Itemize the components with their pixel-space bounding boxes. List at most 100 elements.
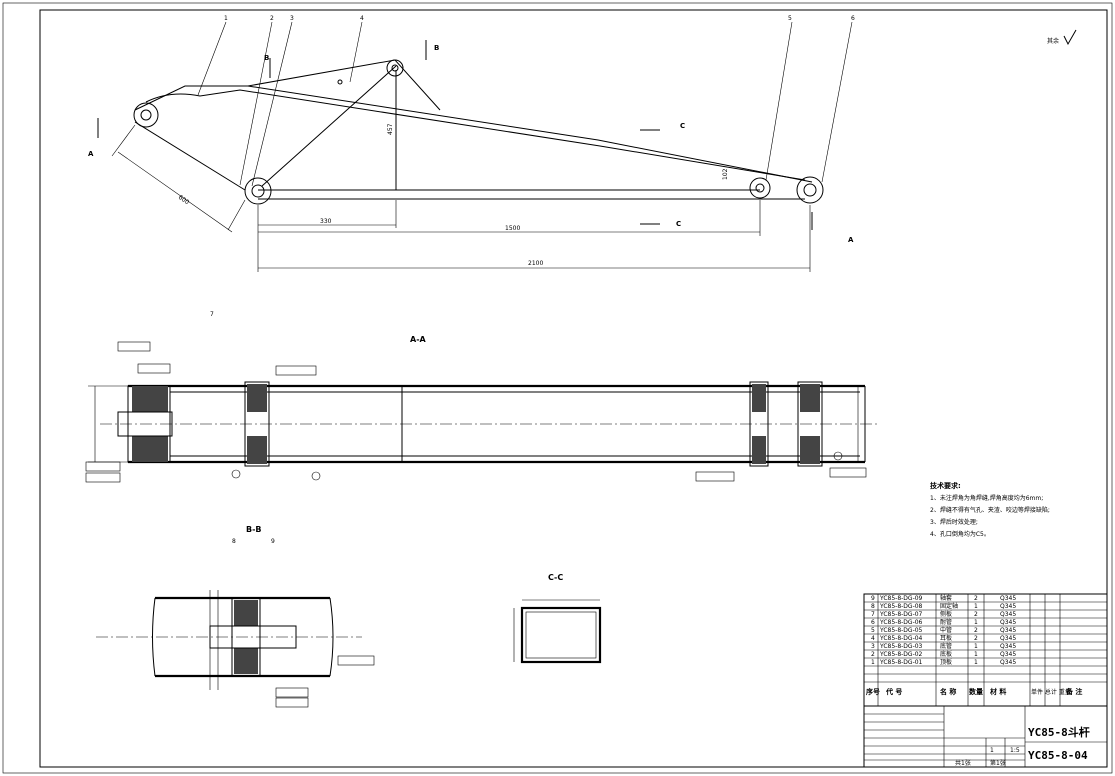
section-cc: C-C bbox=[513, 573, 602, 664]
aa-hub-2-hatch-top bbox=[752, 384, 766, 412]
bom-row-qty: 2 bbox=[974, 635, 978, 642]
cc-box-inner bbox=[525, 611, 597, 659]
bom-row-qty: 1 bbox=[974, 603, 978, 610]
bom-header-name: 名 称 bbox=[940, 687, 956, 696]
cc-dims bbox=[513, 599, 600, 662]
bb-hatch-top bbox=[234, 600, 258, 626]
bom-row-code: YC85-8-DG-06 bbox=[879, 619, 923, 626]
tech-requirements: 技术要求: 1、未注焊角为角焊缝,焊角高度均为6mm; 2、焊缝不得有气孔、夹渣… bbox=[930, 481, 1050, 538]
bom-header: 序号 代 号 名 称 数量 材 料 单件 总计 重量 备 注 bbox=[865, 687, 1082, 696]
balloon-6: 6 bbox=[851, 15, 855, 22]
title-block-grid bbox=[864, 706, 1107, 767]
tech-item-2: 2、焊缝不得有气孔、夹渣、咬边等焊接缺陷; bbox=[930, 506, 1050, 514]
bom-row-material: Q345 bbox=[1000, 635, 1016, 642]
bom-row-no: 4 bbox=[871, 635, 875, 642]
bom-row-material: Q345 bbox=[1000, 643, 1016, 650]
section-aa-label: A-A bbox=[410, 335, 427, 344]
bom-row-code: YC85-8-DG-02 bbox=[879, 651, 923, 658]
aa-dims bbox=[88, 385, 859, 463]
aa-hatch-1 bbox=[132, 386, 168, 412]
bom-row-qty: 1 bbox=[974, 643, 978, 650]
main-view: 1 2 3 4 5 6 7 8 9 A A B B C C 330 1500 2… bbox=[88, 15, 1077, 545]
tech-item-1: 1、未注焊角为角焊缝,焊角高度均为6mm; bbox=[930, 494, 1043, 502]
bom-rows: 9 YC85-8-DG-09 轴套 2 Q345 8 YC85-8-DG-08 … bbox=[871, 594, 1016, 666]
bom-row-material: Q345 bbox=[1000, 659, 1016, 666]
bom-row-no: 3 bbox=[871, 643, 875, 650]
bom-row-name: 耐管 bbox=[940, 618, 952, 626]
bom-row-name: 底管 bbox=[940, 642, 952, 650]
bom-row-code: YC85-8-DG-07 bbox=[879, 611, 923, 618]
section-cc-label: C-C bbox=[548, 573, 563, 582]
aa-tol-box-6 bbox=[695, 471, 735, 482]
balloon-9: 9 bbox=[271, 538, 275, 545]
bom-header-qty: 数量 bbox=[969, 687, 983, 696]
balloon-2: 2 bbox=[270, 15, 274, 22]
cut-c-top: C bbox=[680, 122, 685, 130]
scale-value: 1:5 bbox=[1010, 747, 1020, 754]
sheets-total: 共1张 bbox=[955, 759, 971, 767]
datum-c bbox=[833, 451, 843, 461]
bom-row-code: YC85-8-DG-03 bbox=[879, 643, 923, 650]
balloon-8: 8 bbox=[232, 538, 236, 545]
bom-row-material: Q345 bbox=[1000, 619, 1016, 626]
aa-hatch-2 bbox=[132, 436, 168, 462]
bom-row-name: 顶板 bbox=[940, 658, 952, 666]
bom-row-name: 轴套 bbox=[940, 594, 952, 602]
pin-hole-right-2-inner bbox=[803, 183, 817, 197]
bb-tol-box-1 bbox=[337, 655, 375, 666]
bom-row-qty: 1 bbox=[974, 619, 978, 626]
bb-tol-box-2 bbox=[275, 687, 309, 698]
bom-row-material: Q345 bbox=[1000, 651, 1016, 658]
balloon-4: 4 bbox=[360, 15, 364, 22]
bom-row-no: 5 bbox=[871, 627, 875, 634]
sheet-number: 第1张 bbox=[990, 759, 1006, 767]
balloon-1: 1 bbox=[224, 15, 228, 22]
pin-hole-right-2 bbox=[796, 176, 824, 204]
inner-border bbox=[39, 9, 1108, 768]
tech-title: 技术要求: bbox=[930, 481, 961, 490]
drawing-number: YC85-8-04 bbox=[1028, 749, 1088, 762]
pin-hole-right-1 bbox=[749, 177, 771, 199]
section-aa: A-A bbox=[85, 335, 880, 483]
bom-row-no: 9 bbox=[871, 595, 875, 602]
aa-hub-3-hatch-top bbox=[800, 384, 820, 412]
cut-c-bottom: C bbox=[676, 220, 681, 228]
bom-row-qty: 2 bbox=[974, 595, 978, 602]
bom-row-no: 1 bbox=[871, 659, 875, 666]
pin-hole-right-1-inner bbox=[755, 183, 765, 193]
aa-hub-2-hatch-bot bbox=[752, 436, 766, 464]
title-block-frame bbox=[863, 705, 1108, 768]
pin-hole-bottom bbox=[244, 177, 272, 205]
qty-value: 1 bbox=[990, 747, 994, 754]
bom-row-name: 固定轴 bbox=[940, 602, 958, 610]
bom-row-code: YC85-8-DG-05 bbox=[879, 627, 923, 634]
bom-row-material: Q345 bbox=[1000, 603, 1016, 610]
tech-item-4: 4、孔口倒角均为C5。 bbox=[930, 530, 990, 538]
section-bb-label: B-B bbox=[246, 525, 262, 534]
aa-hub-1-hatch-top bbox=[247, 384, 267, 412]
bom-col-lines bbox=[877, 594, 1061, 706]
dim-330: 330 bbox=[320, 218, 332, 225]
balloon-7: 7 bbox=[210, 311, 214, 318]
datum-b bbox=[311, 471, 321, 481]
dim-600: 600 bbox=[177, 194, 191, 206]
bom-row-material: Q345 bbox=[1000, 611, 1016, 618]
pin-hole-ear-inner bbox=[391, 64, 399, 72]
aa-tol-box-2 bbox=[137, 363, 171, 374]
balloon-leaders bbox=[197, 21, 853, 187]
roughness-symbol bbox=[1063, 29, 1077, 46]
bom-row-name: 中管 bbox=[940, 626, 952, 634]
bb-hatch-bot bbox=[234, 648, 258, 674]
balloon-3: 3 bbox=[290, 15, 294, 22]
dim-line-diagonal bbox=[111, 124, 246, 233]
bom-row-code: YC85-8-DG-04 bbox=[879, 635, 923, 642]
pin-hole-ear bbox=[386, 59, 404, 77]
cut-a-left: A bbox=[88, 150, 94, 158]
aa-tol-box-7 bbox=[829, 467, 867, 478]
dim-457: 457 bbox=[387, 123, 394, 135]
bom-header-code: 代 号 bbox=[885, 687, 902, 696]
arm-profile bbox=[134, 85, 813, 200]
balloon-numbers: 1 2 3 4 5 6 7 8 9 bbox=[210, 15, 855, 545]
cut-a-right: A bbox=[848, 236, 854, 244]
